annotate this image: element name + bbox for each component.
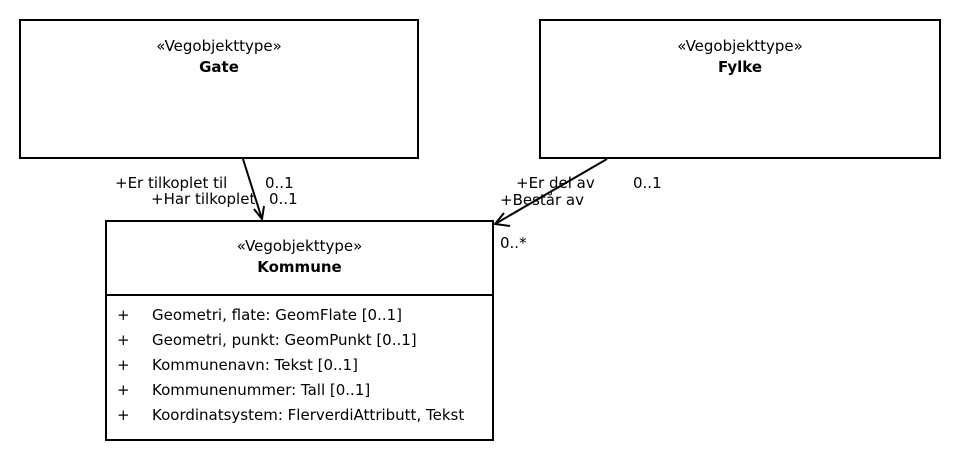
class-kommune[interactable]: «Vegobjekttype» Kommune + Geometri, flat…: [105, 220, 494, 441]
class-kommune-stereotype: «Vegobjekttype»: [236, 237, 363, 255]
role-label-kommune-fylke-end: +Består av: [500, 191, 584, 209]
attribute-text: Geometri, flate: GeomFlate [0..1]: [152, 306, 403, 324]
attribute-row[interactable]: + Geometri, flate: GeomFlate [0..1]: [107, 303, 492, 328]
attribute-text: Koordinatsystem: FlerverdiAttributt, Tek…: [152, 406, 465, 424]
class-gate[interactable]: «Vegobjekttype» Gate: [19, 19, 419, 159]
fylke-kommune-arrowhead: [493, 212, 511, 227]
attribute-visibility: +: [117, 331, 130, 349]
attribute-row[interactable]: + Koordinatsystem: FlerverdiAttributt, T…: [107, 403, 492, 428]
multiplicity-label-kommune-fylke-end: 0..*: [500, 234, 527, 252]
attribute-row[interactable]: + Kommunenummer: Tall [0..1]: [107, 378, 492, 403]
attribute-row[interactable]: + Geometri, punkt: GeomPunkt [0..1]: [107, 328, 492, 353]
class-gate-stereotype: «Vegobjekttype»: [156, 37, 282, 55]
class-kommune-attributes: + Geometri, flate: GeomFlate [0..1] + Ge…: [107, 296, 492, 428]
role-label-kommune-gate-end: +Har tilkoplet: [151, 190, 256, 208]
multiplicity-label-gate: 0..1: [265, 174, 294, 192]
class-fylke-header: «Vegobjekttype» Fylke: [541, 21, 939, 78]
class-gate-name: Gate: [199, 58, 239, 76]
class-gate-header: «Vegobjekttype» Gate: [21, 21, 417, 78]
role-label-gate: +Er tilkoplet til: [115, 174, 228, 192]
attribute-visibility: +: [117, 356, 130, 374]
class-fylke[interactable]: «Vegobjekttype» Fylke: [539, 19, 941, 159]
class-kommune-name: Kommune: [257, 258, 342, 276]
class-fylke-stereotype: «Vegobjekttype»: [677, 37, 803, 55]
attribute-visibility: +: [117, 381, 130, 399]
attribute-text: Kommunenummer: Tall [0..1]: [152, 381, 371, 399]
attribute-visibility: +: [117, 306, 130, 324]
multiplicity-label-fylke: 0..1: [633, 174, 662, 192]
attribute-visibility: +: [117, 406, 130, 424]
gate-kommune-association-line[interactable]: [242, 158, 263, 220]
gate-kommune-arrowhead: [253, 205, 265, 222]
attribute-text: Kommunenavn: Tekst [0..1]: [152, 356, 358, 374]
class-kommune-header: «Vegobjekttype» Kommune: [107, 222, 492, 296]
attribute-text: Geometri, punkt: GeomPunkt [0..1]: [152, 331, 417, 349]
role-label-fylke: +Er del av: [516, 174, 595, 192]
multiplicity-label-kommune-gate-end: 0..1: [269, 190, 298, 208]
attribute-row[interactable]: + Kommunenavn: Tekst [0..1]: [107, 353, 492, 378]
fylke-kommune-association-line[interactable]: [494, 158, 608, 225]
class-fylke-name: Fylke: [717, 58, 763, 76]
